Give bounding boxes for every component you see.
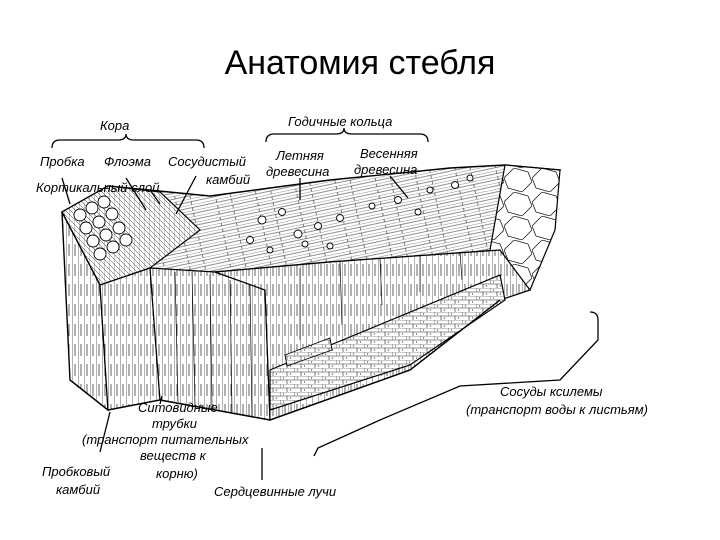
phloem-front-face	[99, 267, 161, 411]
fibre-lines	[174, 251, 463, 417]
sosudy-bracket	[313, 311, 599, 457]
xylem-vessel-openings	[246, 174, 474, 254]
godichnye-bracket	[265, 127, 429, 143]
label-probk-kambiy-2: камбий	[56, 482, 100, 497]
label-sito-3: (транспорт питательных	[82, 432, 249, 447]
label-probk-kambiy-1: Пробковый	[42, 464, 110, 479]
cork-cells	[73, 195, 133, 261]
label-kortikalny: Кортикальный слой	[36, 180, 159, 195]
label-vesennyaya-1: Весенняя	[360, 146, 418, 161]
callout-lines	[51, 127, 599, 480]
label-sito-2: трубки	[152, 416, 197, 431]
kora-bracket	[51, 133, 205, 149]
label-godichnye: Годичные кольца	[288, 114, 392, 129]
diagram-labels: Кора Пробка Флоэма Сосудистый камбий Кор…	[36, 114, 648, 499]
label-sosudy-1: Сосуды ксилемы	[500, 384, 603, 399]
label-sosudy-2: (транспорт воды к листьям)	[466, 402, 648, 417]
stem-block-drawing	[61, 164, 562, 421]
medullary-ray-band-small	[284, 337, 333, 367]
label-kora: Кора	[100, 118, 129, 133]
label-probka: Пробка	[40, 154, 85, 169]
slide-title: Анатомия стебля	[224, 44, 496, 82]
label-letnyaya-1: Летняя	[275, 148, 324, 163]
label-sito-4: веществ к	[140, 448, 207, 463]
block-bottom-edge	[69, 299, 501, 421]
label-sosudisty: Сосудистый	[168, 154, 246, 169]
label-sito-1: Ситовидные	[138, 400, 218, 415]
label-vesennyaya-2: древесина	[354, 162, 417, 177]
label-serdtsevinnye: Сердцевинные лучи	[214, 484, 336, 499]
label-sito-5: корню)	[156, 466, 198, 481]
label-floema: Флоэма	[104, 154, 151, 169]
label-letnyaya-2: древесина	[266, 164, 329, 179]
label-kambiy: камбий	[206, 172, 250, 187]
